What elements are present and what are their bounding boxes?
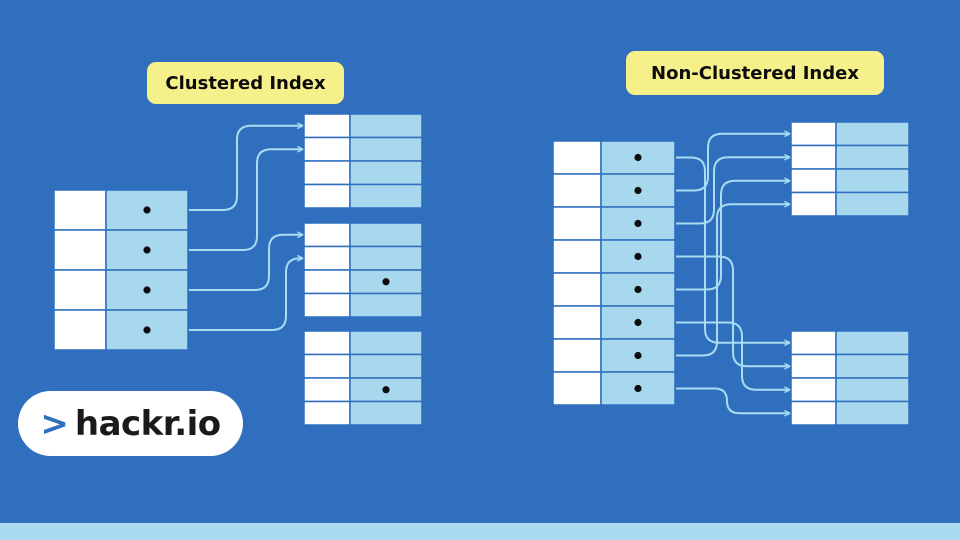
non-clustered-index-table-pointer-dot (634, 351, 642, 360)
non-clustered-index-table-pointer-dot (634, 318, 642, 327)
clustered-data-block-2 (303, 222, 423, 318)
non-clustered-index-table-pointer-dot (634, 186, 642, 195)
logo-caret-icon: > (40, 403, 69, 444)
non-clustered-index-table (552, 140, 676, 406)
clustered-index-table-pointer-dot (143, 286, 151, 294)
clustered-data-block-3 (303, 330, 423, 426)
clustered-data-block-1-key-cell (303, 113, 351, 139)
non-clustered-data-block-2-value-cell (835, 400, 910, 426)
clustered-data-block-3-value-cell (349, 353, 423, 379)
non-clustered-data-block-1-key-cell (790, 144, 837, 170)
non-clustered-index-table-key-cell (552, 272, 602, 307)
clustered-arrow-4 (189, 258, 303, 331)
clustered-data-block-3-key-cell (303, 400, 351, 426)
clustered-data-block-2-value-cell (349, 292, 423, 318)
non-clustered-index-table-key-cell (552, 371, 602, 406)
non-clustered-arrow-5 (676, 181, 790, 291)
non-clustered-data-block-1-key-cell (790, 121, 837, 147)
hackr-io-logo: > hackr.io (18, 391, 243, 456)
clustered-index-table-value-cell (105, 269, 189, 311)
non-clustered-arrow-6 (676, 321, 790, 390)
logo-text: hackr.io (74, 403, 221, 444)
clustered-data-block-3-key-cell (303, 353, 351, 379)
non-clustered-index-table-key-cell (552, 239, 602, 274)
bottom-bar (0, 523, 960, 540)
non-clustered-data-block-2 (790, 330, 910, 426)
non-clustered-index-table-pointer-dot (634, 252, 642, 261)
non-clustered-index-table-key-cell (552, 173, 602, 208)
non-clustered-data-block-1-value-cell (835, 191, 910, 217)
clustered-index-table-key-cell (53, 309, 107, 351)
clustered-index-table-value-cell (105, 309, 189, 351)
non-clustered-arrow-3 (676, 157, 790, 225)
clustered-data-block-2-key-cell (303, 292, 351, 318)
clustered-data-block-3-pointer-dot (382, 386, 390, 394)
index-tables (53, 113, 910, 426)
clustered-index-table-pointer-dot (143, 206, 151, 214)
clustered-data-block-2-pointer-dot (382, 278, 390, 286)
clustered-data-block-2-key-cell (303, 269, 351, 295)
clustered-data-block-1-value-cell (349, 113, 423, 139)
non-clustered-arrow-1 (676, 156, 790, 343)
clustered-arrow-1 (189, 126, 303, 211)
non-clustered-index-table-pointer-dot (634, 384, 642, 393)
non-clustered-data-block-2-value-cell (835, 377, 910, 403)
clustered-data-block-1-key-cell (303, 183, 351, 209)
clustered-index-table-pointer-dot (143, 326, 151, 334)
non-clustered-data-block-1-value-cell (835, 121, 910, 147)
clustered-data-block-2-key-cell (303, 245, 351, 271)
non-clustered-arrow-8 (676, 387, 790, 414)
non-clustered-index-table-key-cell (552, 338, 602, 373)
non-clustered-index-table-key-cell (552, 140, 602, 175)
non-clustered-arrow-2 (676, 134, 790, 192)
pointer-arrows (189, 126, 790, 414)
clustered-index-table-key-cell (53, 189, 107, 231)
clustered-data-block-2-value-cell (349, 245, 423, 271)
clustered-index-title: Clustered Index (147, 62, 344, 104)
non-clustered-data-block-2-key-cell (790, 353, 837, 379)
clustered-data-block-1-value-cell (349, 160, 423, 186)
clustered-index-table (53, 189, 189, 351)
clustered-index-table-key-cell (53, 269, 107, 311)
clustered-data-block-1-key-cell (303, 160, 351, 186)
non-clustered-arrow-7 (676, 204, 790, 357)
clustered-data-block-3-value-cell (349, 330, 423, 356)
non-clustered-data-block-2-value-cell (835, 330, 910, 356)
non-clustered-index-table-key-cell (552, 206, 602, 241)
clustered-data-block-3-key-cell (303, 377, 351, 403)
clustered-data-block-3-key-cell (303, 330, 351, 356)
non-clustered-index-table-pointer-dot (634, 285, 642, 294)
non-clustered-data-block-2-key-cell (790, 330, 837, 356)
clustered-data-block-1-value-cell (349, 183, 423, 209)
non-clustered-data-block-2-key-cell (790, 400, 837, 426)
clustered-index-table-key-cell (53, 229, 107, 271)
non-clustered-data-block-1-value-cell (835, 168, 910, 194)
non-clustered-data-block-2-key-cell (790, 377, 837, 403)
non-clustered-arrow-4 (676, 255, 790, 367)
clustered-data-block-3-value-cell (349, 400, 423, 426)
clustered-arrow-2 (189, 149, 303, 251)
non-clustered-data-block-1 (790, 121, 910, 217)
clustered-index-table-pointer-dot (143, 246, 151, 254)
non-clustered-index-title: Non-Clustered Index (626, 51, 884, 95)
non-clustered-data-block-1-value-cell (835, 144, 910, 170)
clustered-data-block-2-value-cell (349, 222, 423, 248)
non-clustered-index-table-pointer-dot (634, 153, 642, 162)
clustered-data-block-2-key-cell (303, 222, 351, 248)
clustered-data-block-1 (303, 113, 423, 209)
clustered-data-block-1-key-cell (303, 136, 351, 162)
non-clustered-data-block-1-key-cell (790, 191, 837, 217)
non-clustered-index-table-pointer-dot (634, 219, 642, 228)
clustered-arrow-3 (189, 235, 303, 291)
non-clustered-data-block-2-value-cell (835, 353, 910, 379)
non-clustered-index-table-key-cell (552, 305, 602, 340)
non-clustered-data-block-1-key-cell (790, 168, 837, 194)
clustered-data-block-1-value-cell (349, 136, 423, 162)
